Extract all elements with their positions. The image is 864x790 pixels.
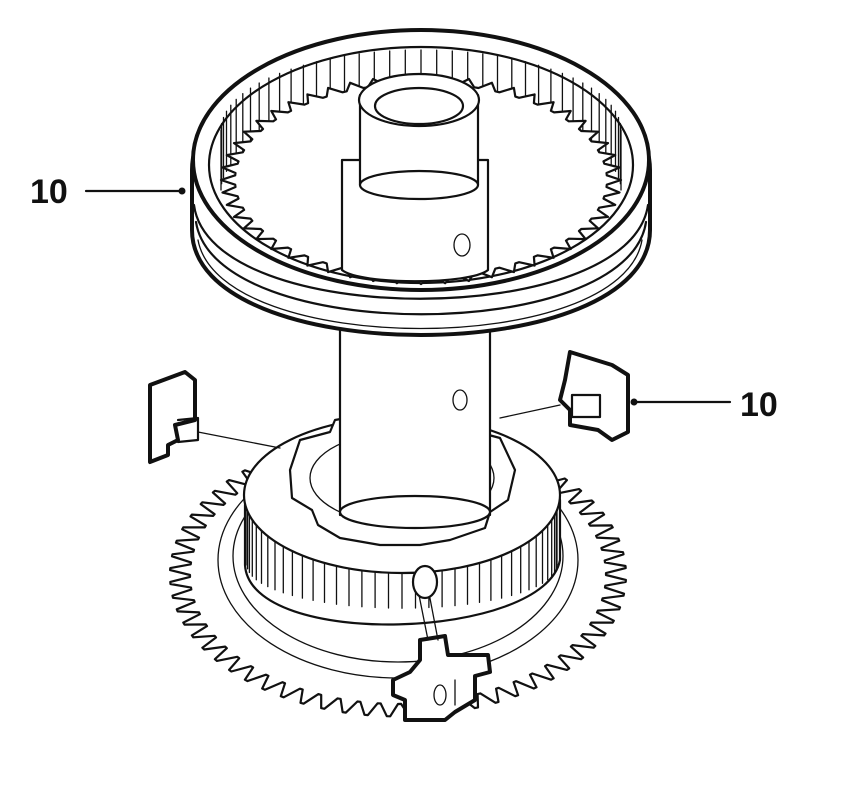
shaft-top bbox=[340, 72, 490, 283]
synchro-key-bottom bbox=[391, 564, 492, 722]
callout-label: 10 bbox=[30, 173, 68, 211]
synchro-key-right bbox=[499, 350, 630, 442]
callout-top-left: 10 bbox=[30, 173, 186, 211]
synchro-key-left bbox=[148, 370, 281, 464]
callout-label: 10 bbox=[740, 386, 778, 424]
callout-right: 10 bbox=[630, 386, 778, 424]
